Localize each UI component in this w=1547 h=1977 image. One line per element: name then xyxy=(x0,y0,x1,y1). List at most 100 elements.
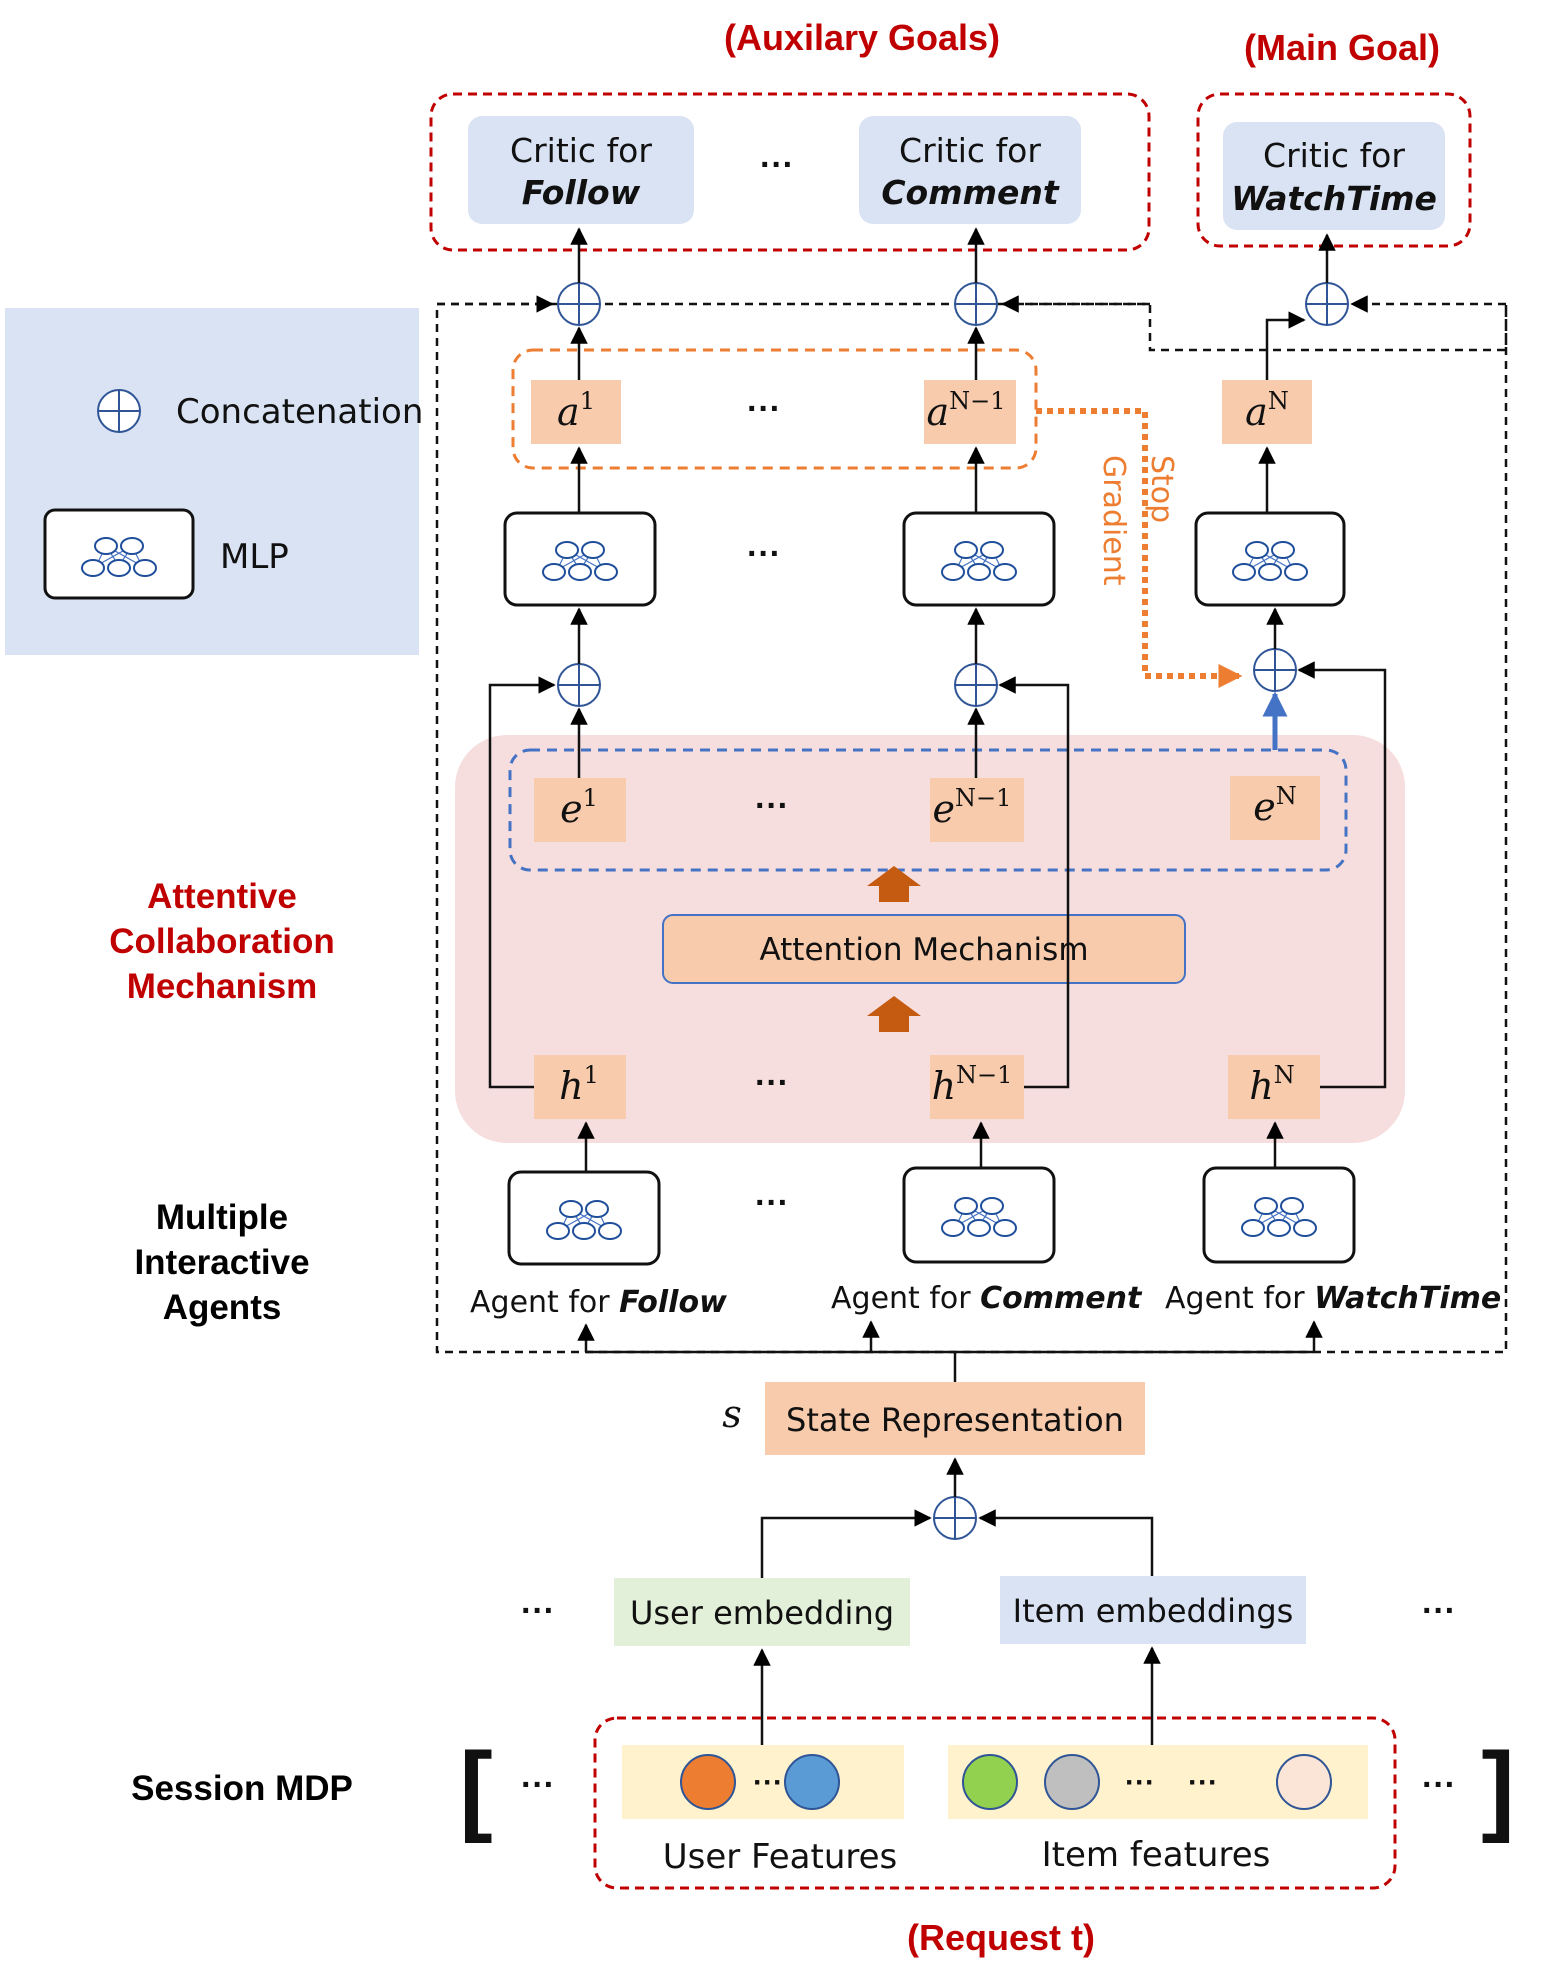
embedding-ellipsis: ··· xyxy=(755,787,789,825)
hidden-comment-label: hN−1 xyxy=(932,1061,1013,1108)
user-feature-dot-blue xyxy=(784,1754,840,1810)
action-ellipsis: ··· xyxy=(747,390,781,428)
stop-gradient-path xyxy=(1036,408,1243,688)
action-watchtime xyxy=(1222,380,1312,444)
attention-mechanism-label: Attention Mechanism xyxy=(759,932,1088,968)
arrow-item-embeddings-to-concat xyxy=(978,1509,1154,1578)
session-bracket-close: ] xyxy=(1481,1732,1514,1844)
skip-hidden-watchtime xyxy=(1297,661,1387,1089)
attentive-label-line2: Collaboration xyxy=(109,922,335,961)
critic-ellipsis: ··· xyxy=(760,146,794,184)
mlp-actor-comment xyxy=(902,511,1056,607)
embedding-row-right-ellipsis: ··· xyxy=(1422,1592,1456,1630)
item-embeddings-box xyxy=(1000,1576,1306,1644)
user-embedding-box xyxy=(614,1578,910,1646)
user-feature-dot-orange xyxy=(680,1754,736,1810)
request-title: (Request t) xyxy=(907,1917,1095,1958)
user-features-label: User Features xyxy=(663,1837,898,1877)
state-representation-label: State Representation xyxy=(786,1401,1124,1439)
concat-actor-comment-icon xyxy=(954,663,998,707)
embedding-watchtime xyxy=(1230,776,1320,840)
item-features-ellipsis-2: ··· xyxy=(1188,1766,1218,1799)
action-comment xyxy=(924,380,1016,444)
concat-critic-follow-icon xyxy=(557,282,601,326)
mlp-actor-ellipsis: ··· xyxy=(747,535,781,573)
request-group xyxy=(593,1716,1397,1890)
concat-critic-watchtime-icon xyxy=(1305,282,1349,326)
mlp-agent-comment xyxy=(902,1166,1056,1264)
agent-follow-label: Agent for Follow xyxy=(470,1285,727,1320)
critic-comment xyxy=(859,116,1081,224)
attention-output-arrow xyxy=(867,866,921,902)
auxiliary-critics-group xyxy=(429,92,1151,252)
action-follow-label: a1 xyxy=(557,387,595,434)
action-watchtime-label: aN xyxy=(1245,387,1289,434)
embedding-watchtime-label: eN xyxy=(1253,782,1297,829)
mlp-agent-watchtime xyxy=(1202,1166,1356,1264)
user-features-ellipsis: ··· xyxy=(753,1766,783,1799)
attention-mechanism-box xyxy=(662,914,1186,984)
critic-watchtime-line1: Critic for xyxy=(1263,136,1405,175)
critic-watchtime xyxy=(1223,122,1445,230)
session-bracket-open: [ xyxy=(459,1732,492,1844)
hidden-watchtime xyxy=(1228,1055,1320,1119)
agents-label-line3: Agents xyxy=(163,1288,282,1327)
skip-hidden-follow xyxy=(488,676,556,1089)
agent-comment-label: Agent for Comment xyxy=(831,1281,1143,1316)
user-embedding-label: User embedding xyxy=(630,1594,894,1632)
main-goal-title: (Main Goal) xyxy=(1244,27,1440,68)
critic-watchtime-name: WatchTime xyxy=(1231,179,1437,218)
attentive-label-line3: Mechanism xyxy=(127,967,318,1006)
item-feature-dot-green xyxy=(962,1754,1018,1810)
concat-critic-comment-icon xyxy=(954,282,998,326)
mlp-actor-watchtime xyxy=(1194,511,1346,607)
item-features-label: Item features xyxy=(1042,1835,1271,1875)
item-feature-dot-gray xyxy=(1044,1754,1100,1810)
critic-follow xyxy=(468,116,694,224)
action-follow xyxy=(531,380,621,444)
critic-follow-line1: Critic for xyxy=(510,131,652,170)
agents-label-line2: Interactive xyxy=(134,1243,309,1282)
legend-mlp-label: MLP xyxy=(220,537,289,577)
state-symbol: s xyxy=(722,1392,742,1436)
stop-gradient-label-line1: Stop xyxy=(1144,455,1179,523)
action-comment-label: aN−1 xyxy=(926,387,1005,434)
embedding-follow xyxy=(534,778,626,842)
arrow-user-embedding-to-concat xyxy=(760,1509,932,1578)
concat-actor-watchtime-icon xyxy=(1253,648,1297,692)
stop-gradient-label-line2: Gradient xyxy=(1096,455,1131,586)
concat-state-icon xyxy=(933,1496,977,1540)
hidden-watchtime-label: hN xyxy=(1249,1061,1294,1108)
critic-comment-name: Comment xyxy=(881,173,1060,212)
user-features-panel xyxy=(622,1745,904,1819)
auxiliary-goals-title: (Auxilary Goals) xyxy=(724,17,1000,58)
mlp-agent-ellipsis: ··· xyxy=(755,1184,789,1222)
item-embeddings-label: Item embeddings xyxy=(1013,1592,1294,1630)
item-feature-dot-light xyxy=(1276,1754,1332,1810)
arrow-action-watchtime-up xyxy=(1265,311,1306,380)
session-mdp-label: Session MDP xyxy=(131,1769,353,1808)
embedding-row-left-ellipsis: ··· xyxy=(521,1592,555,1630)
concat-actor-follow-icon xyxy=(557,663,601,707)
item-features-ellipsis-1: ··· xyxy=(1125,1766,1155,1799)
legend-panel xyxy=(5,308,419,655)
hidden-comment xyxy=(930,1055,1024,1119)
skip-hidden-comment xyxy=(998,676,1070,1089)
embedding-comment xyxy=(930,778,1024,842)
agents-label-line1: Multiple xyxy=(156,1198,288,1237)
session-left-ellipsis: ··· xyxy=(521,1766,555,1804)
session-right-ellipsis: ··· xyxy=(1422,1766,1456,1804)
concatenation-icon xyxy=(97,389,141,433)
hidden-ellipsis: ··· xyxy=(755,1064,789,1102)
legend-concatenation-label: Concatenation xyxy=(176,392,423,432)
mlp-legend-icon xyxy=(43,508,195,600)
embedding-comment-label: eN−1 xyxy=(933,784,1012,831)
hidden-follow-label: h1 xyxy=(559,1061,599,1108)
attentive-label-line1: Attentive xyxy=(147,877,297,916)
mlp-actor-follow xyxy=(503,511,657,607)
embeddings-group xyxy=(508,748,1348,872)
attention-input-arrow xyxy=(867,996,921,1032)
embedding-follow-label: e1 xyxy=(560,784,598,831)
state-representation-box xyxy=(765,1382,1145,1455)
mlp-agent-follow xyxy=(507,1170,661,1266)
